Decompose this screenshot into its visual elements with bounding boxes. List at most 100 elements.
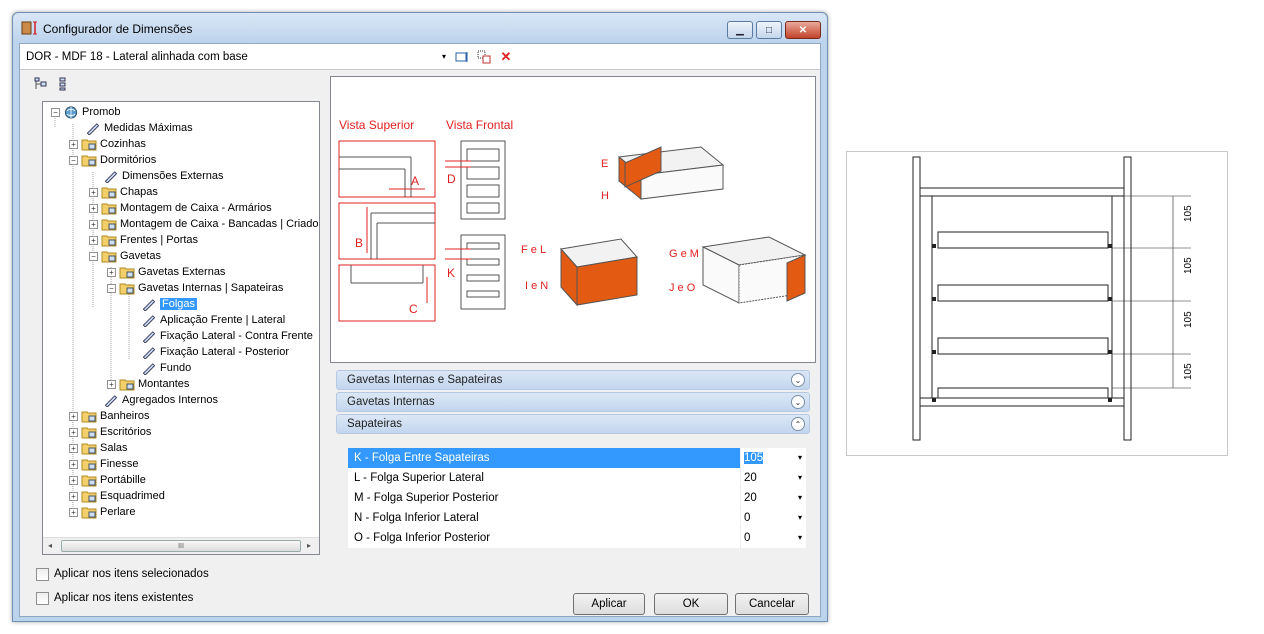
tree-horizontal-scrollbar[interactable]: ◂ III ▸ [43,537,319,554]
property-row-m[interactable]: M - Folga Superior Posterior 20 ▾ [348,488,806,508]
chevron-up-icon[interactable]: ⌃ [791,417,805,431]
tree-node-salas[interactable]: + Salas [69,440,128,456]
tree-node-folgas[interactable]: Folgas [141,296,198,312]
apply-existing-checkbox[interactable]: Aplicar nos itens existentes [36,590,193,606]
tree-expander[interactable]: + [89,219,98,229]
tree-node-dimensoes-externas[interactable]: Dimensões Externas [103,168,224,184]
tree-expander[interactable]: + [69,507,78,517]
tree-expander[interactable]: − [107,283,116,293]
folder-open-icon [81,155,97,166]
tree-node-promob[interactable]: − Promob [51,104,121,120]
tree-expander[interactable]: + [107,267,116,277]
property-value-text[interactable]: 105 [744,452,764,464]
apply-selected-checkbox[interactable]: Aplicar nos itens selecionados [36,566,209,582]
tree-node-fundo[interactable]: Fundo [141,360,191,376]
collapse-tree-icon[interactable] [34,77,48,91]
tree-expander[interactable]: + [89,187,98,197]
document-combo[interactable]: DOR - MDF 18 - Lateral alinhada com base… [20,44,820,70]
tree-node-portabille[interactable]: + Portábille [69,472,146,488]
chevron-down-icon[interactable]: ▾ [797,533,802,542]
property-row-l[interactable]: L - Folga Superior Lateral 20 ▾ [348,468,806,488]
tree-node-escritorios[interactable]: + Escritórios [69,424,151,440]
tree-node-aplicacao-frente[interactable]: Aplicação Frente | Lateral [141,312,285,328]
tree-expander[interactable]: − [89,251,98,261]
minimize-button[interactable]: ▁ [727,21,753,39]
tree-node-montagem-armarios[interactable]: + Montagem de Caixa - Armários [89,200,272,216]
apply-button[interactable]: Aplicar [573,593,645,615]
tree-expander[interactable]: + [89,235,98,245]
scroll-left-icon[interactable]: ◂ [48,541,53,550]
chevron-down-icon[interactable]: ▾ [797,453,802,462]
property-row-k[interactable]: K - Folga Entre Sapateiras 105 ▾ [348,448,806,468]
tree-expander[interactable]: + [69,411,78,421]
delete-icon[interactable]: ✕ [500,49,512,64]
tree-node-chapas[interactable]: + Chapas [89,184,158,200]
tree-node-medidas-maximas[interactable]: Medidas Máximas [85,120,193,136]
property-value-input[interactable]: 20 ▾ [741,468,806,488]
scroll-right-icon[interactable]: ▸ [307,541,312,550]
property-row-o[interactable]: O - Folga Inferior Posterior 0▾ [348,528,806,548]
property-value-input[interactable]: 0▾ [741,528,806,548]
property-name[interactable]: K - Folga Entre Sapateiras [348,448,740,468]
tree-node-montagem-bancadas[interactable]: + Montagem de Caixa - Bancadas | Criados [89,216,319,232]
ok-button[interactable]: OK [654,593,728,615]
chevron-down-icon[interactable]: ⌄ [791,373,805,387]
tree-expander[interactable]: + [69,443,78,453]
tree-node-esquadrimed[interactable]: + Esquadrimed [69,488,165,504]
tree-node-cozinhas[interactable]: + Cozinhas [69,136,146,152]
tree-node-gavetas[interactable]: − Gavetas [89,248,161,264]
tree-node-finesse[interactable]: + Finesse [69,456,139,472]
property-value-input[interactable]: 0▾ [741,508,806,528]
chevron-down-icon[interactable]: ▾ [797,493,802,502]
tree-expander[interactable]: + [69,491,78,501]
property-value-text[interactable]: 0 [744,532,751,544]
property-value-text[interactable]: 20 [744,492,757,504]
expand-tree-icon[interactable] [58,77,68,91]
title-bar[interactable]: Configurador de Dimensões ▁ □ ✕ [13,13,827,43]
chevron-down-icon[interactable]: ▾ [797,473,802,482]
tree-expander[interactable]: + [89,203,98,213]
property-value-text[interactable]: 20 [744,472,757,484]
tree-expander[interactable]: + [69,427,78,437]
property-name[interactable]: M - Folga Superior Posterior [348,488,740,508]
config-tree[interactable]: − Promob Medidas Máximas + Cozinhas − Do… [42,101,320,555]
tree-node-perlare[interactable]: + Perlare [69,504,135,520]
chevron-down-icon[interactable]: ▾ [442,52,447,61]
chevron-down-icon[interactable]: ▾ [797,513,802,522]
property-value-input[interactable]: 105 ▾ [741,448,806,468]
folder-icon [81,427,97,438]
maximize-button[interactable]: □ [756,21,782,39]
property-row-n[interactable]: N - Folga Inferior Lateral 0▾ [348,508,806,528]
tree-expander[interactable]: + [69,459,78,469]
tree-expander[interactable]: − [69,155,78,165]
checkbox-box[interactable] [36,567,49,581]
close-button[interactable]: ✕ [785,21,821,39]
rename-icon[interactable] [454,49,470,65]
scroll-thumb[interactable]: III [61,540,301,552]
property-name[interactable]: O - Folga Inferior Posterior [348,528,740,548]
property-name[interactable]: N - Folga Inferior Lateral [348,508,740,528]
tree-node-frentes-portas[interactable]: + Frentes | Portas [89,232,198,248]
section-gavetas-internas-sapateiras[interactable]: Gavetas Internas e Sapateiras ⌄ [336,370,810,390]
tree-expander[interactable]: + [107,379,116,389]
tree-node-montantes[interactable]: + Montantes [107,376,189,392]
tree-node-agregados-internos[interactable]: Agregados Internos [103,392,218,408]
copy-config-icon[interactable] [476,49,492,65]
section-sapateiras[interactable]: Sapateiras ⌃ [336,414,810,434]
checkbox-box[interactable] [36,591,49,605]
cancel-button[interactable]: Cancelar [735,593,809,615]
tree-node-gavetas-internas[interactable]: − Gavetas Internas | Sapateiras [107,280,283,296]
chevron-down-icon[interactable]: ⌄ [791,395,805,409]
tree-node-gavetas-externas[interactable]: + Gavetas Externas [107,264,225,280]
tree-node-fixacao-posterior[interactable]: Fixação Lateral - Posterior [141,344,289,360]
property-value-text[interactable]: 0 [744,512,751,524]
tree-expander[interactable]: + [69,139,78,149]
tree-node-dormitorios[interactable]: − Dormitórios [69,152,156,168]
property-name[interactable]: L - Folga Superior Lateral [348,468,740,488]
property-value-input[interactable]: 20 ▾ [741,488,806,508]
tree-node-fixacao-contra-frente[interactable]: Fixação Lateral - Contra Frente [141,328,313,344]
tree-node-banheiros[interactable]: + Banheiros [69,408,150,424]
section-gavetas-internas[interactable]: Gavetas Internas ⌄ [336,392,810,412]
tree-expander[interactable]: − [51,107,60,117]
tree-expander[interactable]: + [69,475,78,485]
